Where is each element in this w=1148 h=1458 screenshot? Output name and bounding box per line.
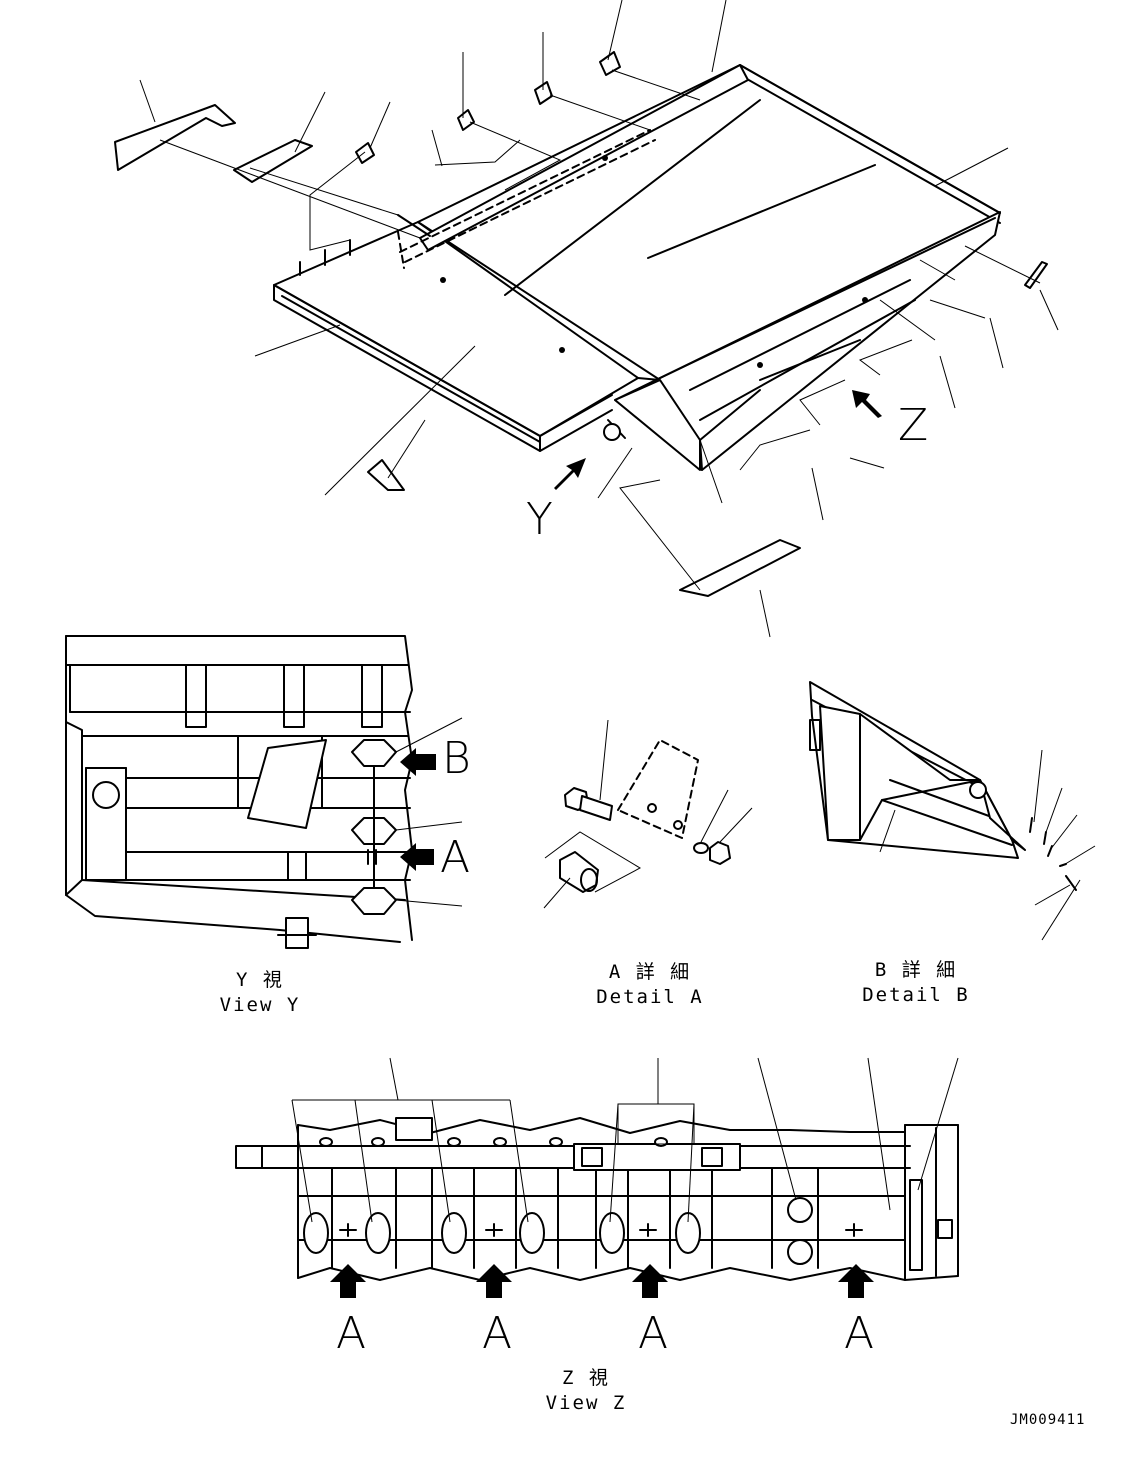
detail-a-drawing: [543, 719, 753, 909]
drawing-number: JM009411: [1010, 1412, 1086, 1428]
detail-a-caption-en: Detail A: [596, 986, 704, 1008]
detail-a-caption-jp: A 詳 細: [608, 961, 692, 983]
plate-part-2: [679, 539, 801, 597]
z-label-a-2: A: [482, 1308, 513, 1359]
view-z-caption: Z 視 View Z: [526, 1366, 646, 1416]
view-y-arrow-icon: [554, 458, 586, 490]
detail-b-arrow-icon: [400, 748, 436, 776]
detail-a-letter: A: [440, 832, 471, 883]
z-arrow-icon-4: [838, 1264, 874, 1298]
view-y-letter: Y: [526, 494, 553, 545]
view-y-drawing: [65, 635, 463, 949]
detail-b-caption-en: Detail B: [862, 984, 970, 1006]
z-label-a-1: A: [336, 1308, 367, 1359]
view-z-drawing: [235, 1057, 959, 1298]
wedge-part: [367, 459, 405, 491]
detail-b-letter: B: [442, 733, 471, 784]
view-z-arrows: [330, 1264, 874, 1298]
view-z-arrow-icon: [852, 390, 882, 418]
pin-part: [1024, 261, 1048, 289]
z-label-a-3: A: [638, 1308, 669, 1359]
view-y-caption-jp: Y 視: [236, 969, 284, 991]
view-y-caption-en: View Y: [219, 994, 301, 1016]
z-arrow-icon-2: [476, 1264, 512, 1298]
detail-b-caption-jp: B 詳 細: [874, 959, 958, 981]
plate-part-1: [233, 139, 313, 183]
angle-bracket-part: [114, 104, 236, 171]
view-z-caption-en: View Z: [545, 1392, 627, 1414]
z-arrow-icon-1: [330, 1264, 366, 1298]
shim-part-1: [355, 142, 375, 164]
view-z-letter: Z: [898, 400, 929, 451]
view-z-caption-jp: Z 視: [562, 1367, 610, 1389]
detail-b-fasteners: [1029, 817, 1077, 891]
detail-b-caption: B 詳 細 Detail B: [856, 958, 976, 1008]
z-label-a-4: A: [844, 1308, 875, 1359]
z-arrow-icon-3: [632, 1264, 668, 1298]
shim-part-2: [457, 109, 475, 131]
detail-a-caption: A 詳 細 Detail A: [590, 960, 710, 1010]
main-assembly-view: [114, 0, 1059, 638]
detail-a-arrow-icon: [400, 843, 434, 871]
detail-b-drawing: [809, 681, 1096, 941]
view-y-caption: Y 視 View Y: [200, 968, 320, 1018]
